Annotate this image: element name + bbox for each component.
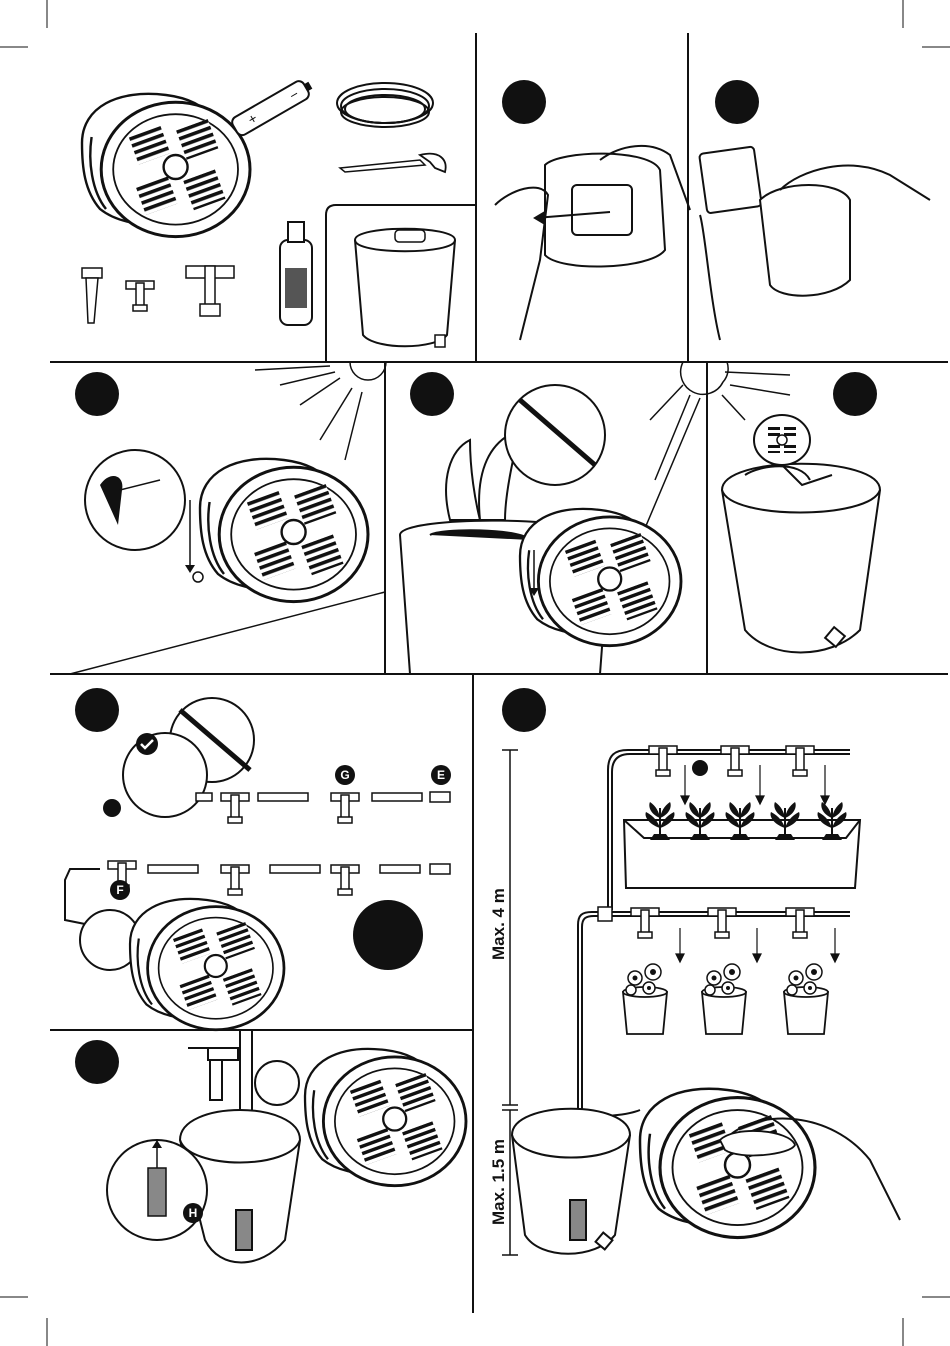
wrench-icon [340, 154, 446, 172]
water-tank-icon [512, 1109, 630, 1254]
dimension-label-4m: Max. 4 m [489, 888, 509, 960]
flower-pot-icon [702, 964, 746, 1034]
step-badge-large [353, 900, 423, 970]
step-badge [75, 688, 119, 732]
water-tank-icon [722, 464, 880, 653]
battery-insert-panel [699, 146, 930, 340]
regulator-icon [186, 266, 234, 316]
filter-cartridge-icon [280, 222, 312, 325]
step-badge [715, 80, 759, 124]
step-badge [75, 1040, 119, 1084]
hose-coil-icon [337, 83, 433, 127]
water-tank-icon [355, 229, 455, 347]
label-h: H [183, 1203, 203, 1223]
zoom-circle [255, 1061, 299, 1105]
zoom-circle [85, 450, 185, 550]
t-connector-icon [126, 281, 154, 311]
check-icon [136, 733, 158, 755]
screw-icon [193, 572, 203, 582]
step-badge [833, 372, 877, 416]
battery-icon: + − [230, 77, 315, 138]
step-badge [410, 372, 454, 416]
solar-pump-icon [520, 509, 681, 646]
solar-pump-icon [130, 899, 284, 1030]
step-badge [502, 80, 546, 124]
sun-icon [255, 362, 386, 460]
zoom-circle [123, 733, 207, 817]
step-badge [502, 688, 546, 732]
solar-pump-icon [82, 94, 250, 237]
solar-pump-icon [305, 1049, 466, 1186]
solar-pump-icon [640, 1089, 815, 1238]
solar-pump-icon [200, 459, 368, 602]
dimension-label-1-5m: Max. 1.5 m [489, 1139, 509, 1225]
step-badge [75, 372, 119, 416]
label-f: F [110, 880, 130, 900]
tubing-row-bottom [148, 865, 420, 873]
label-e: E [431, 765, 451, 785]
drip-nozzle-icon [82, 268, 102, 323]
wall-edge [70, 592, 385, 674]
battery-cover-panel [495, 146, 690, 340]
supply-hose [578, 750, 850, 1116]
label-g: G [335, 765, 355, 785]
flower-pot-icon [623, 964, 667, 1034]
flower-pot-icon [784, 964, 828, 1034]
